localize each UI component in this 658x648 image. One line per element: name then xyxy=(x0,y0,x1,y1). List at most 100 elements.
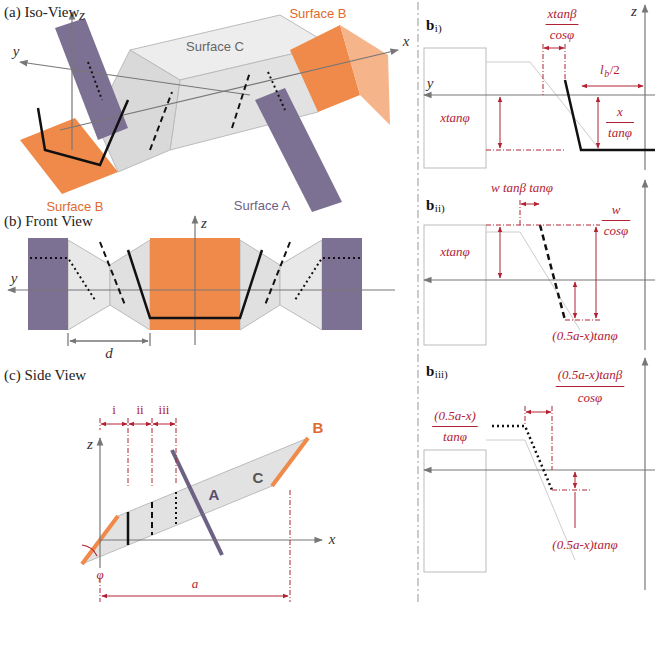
dimension-arrow xyxy=(598,97,599,148)
section-line-dotted xyxy=(295,258,360,300)
section-line-dashed xyxy=(151,502,153,535)
fraction-bar xyxy=(602,220,631,221)
dimension-label: x xyxy=(617,105,623,120)
dimension-arrow xyxy=(500,97,501,148)
surface-label: Surface B xyxy=(46,200,103,215)
dimension-label: l xyxy=(600,63,604,78)
fraction-bar xyxy=(546,24,579,25)
dimension-label: φ xyxy=(96,568,103,583)
axis-label: y xyxy=(427,75,434,92)
section-line-solid xyxy=(127,512,130,545)
dimension-extension xyxy=(290,490,291,602)
surface-tag: C xyxy=(253,469,264,486)
section-line-solid xyxy=(128,250,262,318)
panel-subscript: iii) xyxy=(435,368,448,381)
dimension-label: (0.5a-x)tanφ xyxy=(552,329,617,344)
y-axis xyxy=(424,279,655,280)
dimension-label: xtanφ xyxy=(440,111,470,126)
dimension-arrow xyxy=(101,424,127,425)
fraction-bar xyxy=(432,426,478,427)
dimension-label: (0.5a-x) xyxy=(434,409,476,424)
panel-subscript: i) xyxy=(435,22,442,35)
axis-label: z xyxy=(87,436,93,453)
dimension-label: tanφ xyxy=(608,126,632,141)
surface-b-edge xyxy=(272,438,308,486)
dimension-label: i xyxy=(112,403,116,418)
dimension-label: (0.5a-x)tanβ xyxy=(558,368,623,383)
section-line-dotted xyxy=(30,258,95,300)
surface-a-plate xyxy=(322,238,362,330)
axis-label: z xyxy=(79,7,85,24)
dimension-extension xyxy=(543,44,544,95)
section-line-dotted xyxy=(88,62,102,100)
dimension-label: /2 xyxy=(610,63,620,78)
dimension-arrow xyxy=(102,596,288,597)
section-line-dotted xyxy=(268,72,285,110)
z-axis xyxy=(644,358,645,590)
axis-label: x xyxy=(329,531,336,548)
dimension-arrow xyxy=(544,48,564,49)
dimension-extension xyxy=(565,320,600,321)
panel-label: b xyxy=(426,17,434,34)
dimension-arrow xyxy=(153,424,175,425)
axis-label: z xyxy=(201,215,207,232)
dimension-label: w tanβ tanφ xyxy=(491,181,553,196)
dimension-label: cosφ xyxy=(604,224,629,239)
dimension-label: w xyxy=(612,203,621,218)
dimension-extension xyxy=(68,333,69,346)
z-axis xyxy=(194,216,195,345)
dimension-label: tanφ xyxy=(443,430,467,445)
dimension-extension xyxy=(486,225,600,226)
dimension-arrow xyxy=(575,472,576,488)
panel-subscript: ii) xyxy=(435,202,445,215)
dimension-extension xyxy=(100,418,101,430)
surface-c-strip xyxy=(82,438,308,564)
section-line-dotted xyxy=(492,426,552,490)
dimension-extension xyxy=(552,490,590,491)
dimension-arrow xyxy=(500,227,501,278)
dimension-extension xyxy=(552,406,553,470)
x-axis xyxy=(60,50,398,130)
surface-a-plate xyxy=(28,238,68,330)
surface-b-plate-side xyxy=(340,25,390,125)
dimension-label: xtanφ xyxy=(440,245,470,260)
section-line-solid xyxy=(38,100,128,165)
y-axis xyxy=(20,62,250,95)
dimension-extension xyxy=(100,578,101,602)
panel-title: (a) Iso-View xyxy=(4,4,79,21)
axis-label: d xyxy=(105,345,113,362)
dimension-label: a xyxy=(192,577,199,592)
dimension-arrow xyxy=(582,86,643,87)
dimension-label: (0.5a-x)tanφ xyxy=(552,538,617,553)
x-axis xyxy=(100,539,322,540)
panel-label: b xyxy=(426,197,434,214)
surface-tag: A xyxy=(209,486,220,503)
fraction-bar xyxy=(556,386,625,387)
section-line-dashed xyxy=(150,92,172,150)
panel-label: b xyxy=(426,363,434,380)
dimension-subscript: b xyxy=(604,68,609,80)
dimension-extension xyxy=(486,150,565,151)
dimension-label: cosφ xyxy=(578,391,603,406)
dimension-extension xyxy=(565,44,566,80)
section-line-dashed xyxy=(265,242,290,305)
y-axis xyxy=(424,469,655,470)
fraction-bar xyxy=(606,122,634,123)
surface-label: Surface B xyxy=(289,7,346,22)
dimension-extension xyxy=(152,418,153,488)
surface-label: Surface C xyxy=(186,40,244,55)
wall-outline xyxy=(424,48,486,168)
z-axis xyxy=(99,438,100,568)
dimension-label: cosφ xyxy=(550,28,575,43)
dimension-label: ii xyxy=(136,403,143,418)
panel-title: (b) Front View xyxy=(4,213,93,230)
section-line-dashed xyxy=(232,72,250,128)
z-axis xyxy=(71,12,72,150)
y-axis xyxy=(8,289,395,290)
dimension-extension xyxy=(150,333,151,346)
axis-label: z xyxy=(631,3,637,20)
panel-title: (c) Side View xyxy=(4,367,86,384)
z-axis xyxy=(644,5,645,170)
section-line-solid xyxy=(565,80,655,150)
